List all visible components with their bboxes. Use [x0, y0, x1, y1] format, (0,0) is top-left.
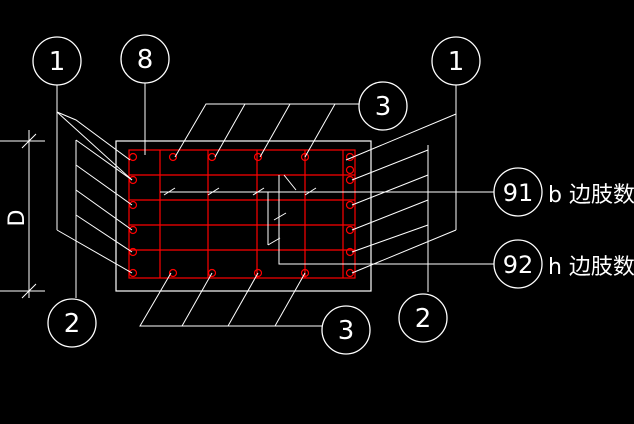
- dim-tick-top: [21, 133, 37, 149]
- rebar-right-0: [345, 165, 355, 175]
- callout-1-right-text: 1: [448, 47, 465, 77]
- callout-91-text: 91: [503, 179, 534, 207]
- callout-bubbles: [32, 34, 543, 355]
- rebar-left-2: [128, 200, 138, 210]
- hatch-right-5: [351, 229, 457, 274]
- hatch-top-4: [304, 103, 336, 158]
- inner-tie-b: [283, 174, 297, 191]
- bubble-1-left: [32, 36, 82, 86]
- bubble-3-bottom: [321, 305, 371, 355]
- rebar-right-4: [345, 247, 355, 257]
- callout-2-right-text: 2: [415, 304, 432, 334]
- rebar-left-1: [128, 175, 138, 185]
- tick-91-4: [304, 187, 317, 196]
- rebar-top-3: [207, 152, 217, 162]
- bubble-1-right: [431, 36, 481, 86]
- callout-1-left-text: 1: [49, 47, 66, 77]
- rebar-right-1: [345, 175, 355, 185]
- callout-3-bottom-text: 3: [338, 316, 355, 346]
- leader-1-left-a: [56, 111, 133, 181]
- bubble-3-top: [358, 81, 408, 131]
- dim-tick-bottom: [21, 283, 37, 299]
- rebar-top-5: [300, 152, 310, 162]
- callout-labels: 1 8 1 3 2 3 2 91 92: [49, 45, 534, 346]
- rebar-right-3: [345, 225, 355, 235]
- rebar-bot-4: [253, 268, 263, 278]
- tick-91-3: [252, 187, 265, 196]
- hatch-right-2: [351, 174, 429, 206]
- leader-lines: [0, 82, 494, 327]
- callout-8-text: 8: [137, 45, 154, 75]
- stirrup-grid: [128, 149, 356, 279]
- legend-h-text: h 边肢数: [548, 255, 634, 280]
- hatch-right-1: [351, 149, 429, 181]
- rebar-bot-2: [168, 268, 178, 278]
- hatch-left-4: [75, 214, 133, 253]
- hatch-bot-2: [181, 272, 213, 327]
- hatch-left-1: [75, 139, 133, 181]
- hatch-top-3: [259, 103, 291, 158]
- outer-stirrup: [128, 149, 356, 279]
- tick-91-1: [163, 187, 176, 196]
- rebar-right-2: [345, 200, 355, 210]
- callout-92-text: 92: [503, 251, 534, 279]
- hatch-left-3: [75, 189, 133, 231]
- hatch-bot-4: [274, 272, 306, 327]
- bubble-92: [493, 239, 543, 289]
- rebar-top-1: [128, 152, 138, 162]
- bubble-2-left: [47, 298, 97, 348]
- hatch-right-4: [351, 224, 429, 253]
- concrete-section-outline: [115, 140, 372, 292]
- hatch-top-2: [214, 103, 246, 158]
- legend-b-text: b 边肢数: [548, 183, 634, 208]
- bubble-91: [493, 167, 543, 217]
- rebar-left-4: [128, 247, 138, 257]
- rebar-top-2: [168, 152, 178, 162]
- hatch-right-3: [351, 199, 429, 231]
- rebar-left-3: [128, 225, 138, 235]
- leader-92: [278, 175, 494, 265]
- callout-3-top-text: 3: [375, 92, 392, 122]
- bubble-2-right: [398, 293, 448, 343]
- hatch-left-5: [56, 229, 133, 274]
- rebar-bot-6: [345, 268, 355, 278]
- tick-91-2: [207, 187, 220, 196]
- callout-2-left-text: 2: [64, 309, 81, 339]
- rebar-bars: [128, 152, 355, 278]
- rebar-bot-5: [300, 268, 310, 278]
- hatch-bot-3: [227, 272, 259, 327]
- rebar-bot-1: [128, 268, 138, 278]
- leader-3-bottom: [139, 272, 322, 327]
- tick-92-2: [273, 212, 287, 221]
- leader-3-top: [174, 103, 360, 158]
- rebar-top-4: [253, 152, 263, 162]
- tick-92-1: [267, 237, 281, 246]
- rebar-bot-3: [207, 268, 217, 278]
- hatch-left-2: [75, 164, 133, 206]
- bubble-8: [120, 34, 170, 84]
- dimension-label: D: [5, 210, 30, 227]
